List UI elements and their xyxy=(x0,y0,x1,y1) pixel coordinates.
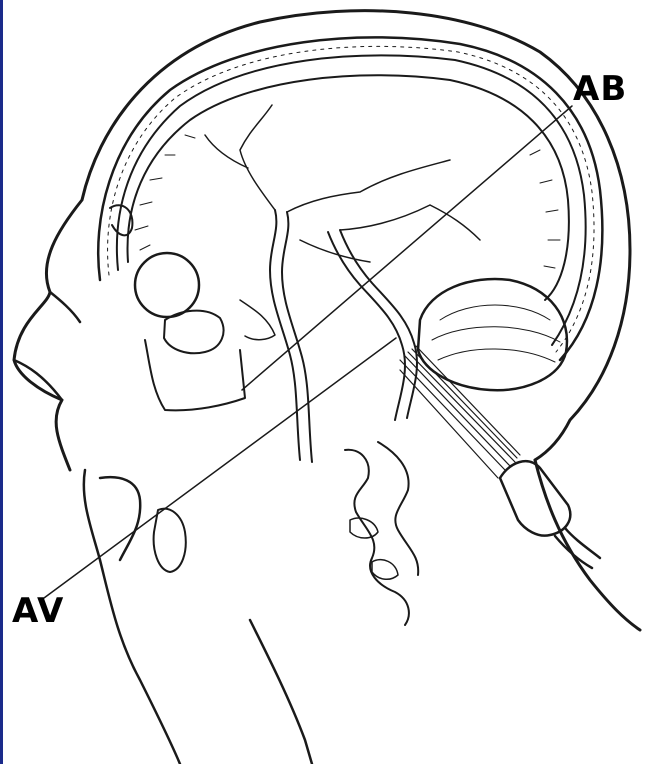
label-av: AV xyxy=(12,594,64,628)
skull-diploe xyxy=(108,46,594,352)
skull-inner xyxy=(117,55,586,345)
nose-outline xyxy=(14,292,80,400)
ultrasound-probe xyxy=(500,461,570,535)
neck-front-lower xyxy=(250,620,312,764)
sinus-cells xyxy=(145,311,245,411)
cervical-spine xyxy=(345,442,418,625)
scalp-outline xyxy=(14,11,630,470)
skull-outer xyxy=(98,37,602,360)
thyroid-gland xyxy=(154,509,186,572)
ultrasound-beam xyxy=(400,346,520,478)
ab-pointer-line xyxy=(242,106,572,390)
neck-back-outline xyxy=(535,460,640,630)
airway-back xyxy=(100,477,140,560)
sinus-ridge xyxy=(240,300,275,340)
eyeball xyxy=(135,253,199,317)
cerebellum-folia xyxy=(432,305,560,362)
label-ab: AB xyxy=(573,72,627,106)
airway-front xyxy=(84,470,180,764)
av-pointer-line xyxy=(44,338,396,598)
